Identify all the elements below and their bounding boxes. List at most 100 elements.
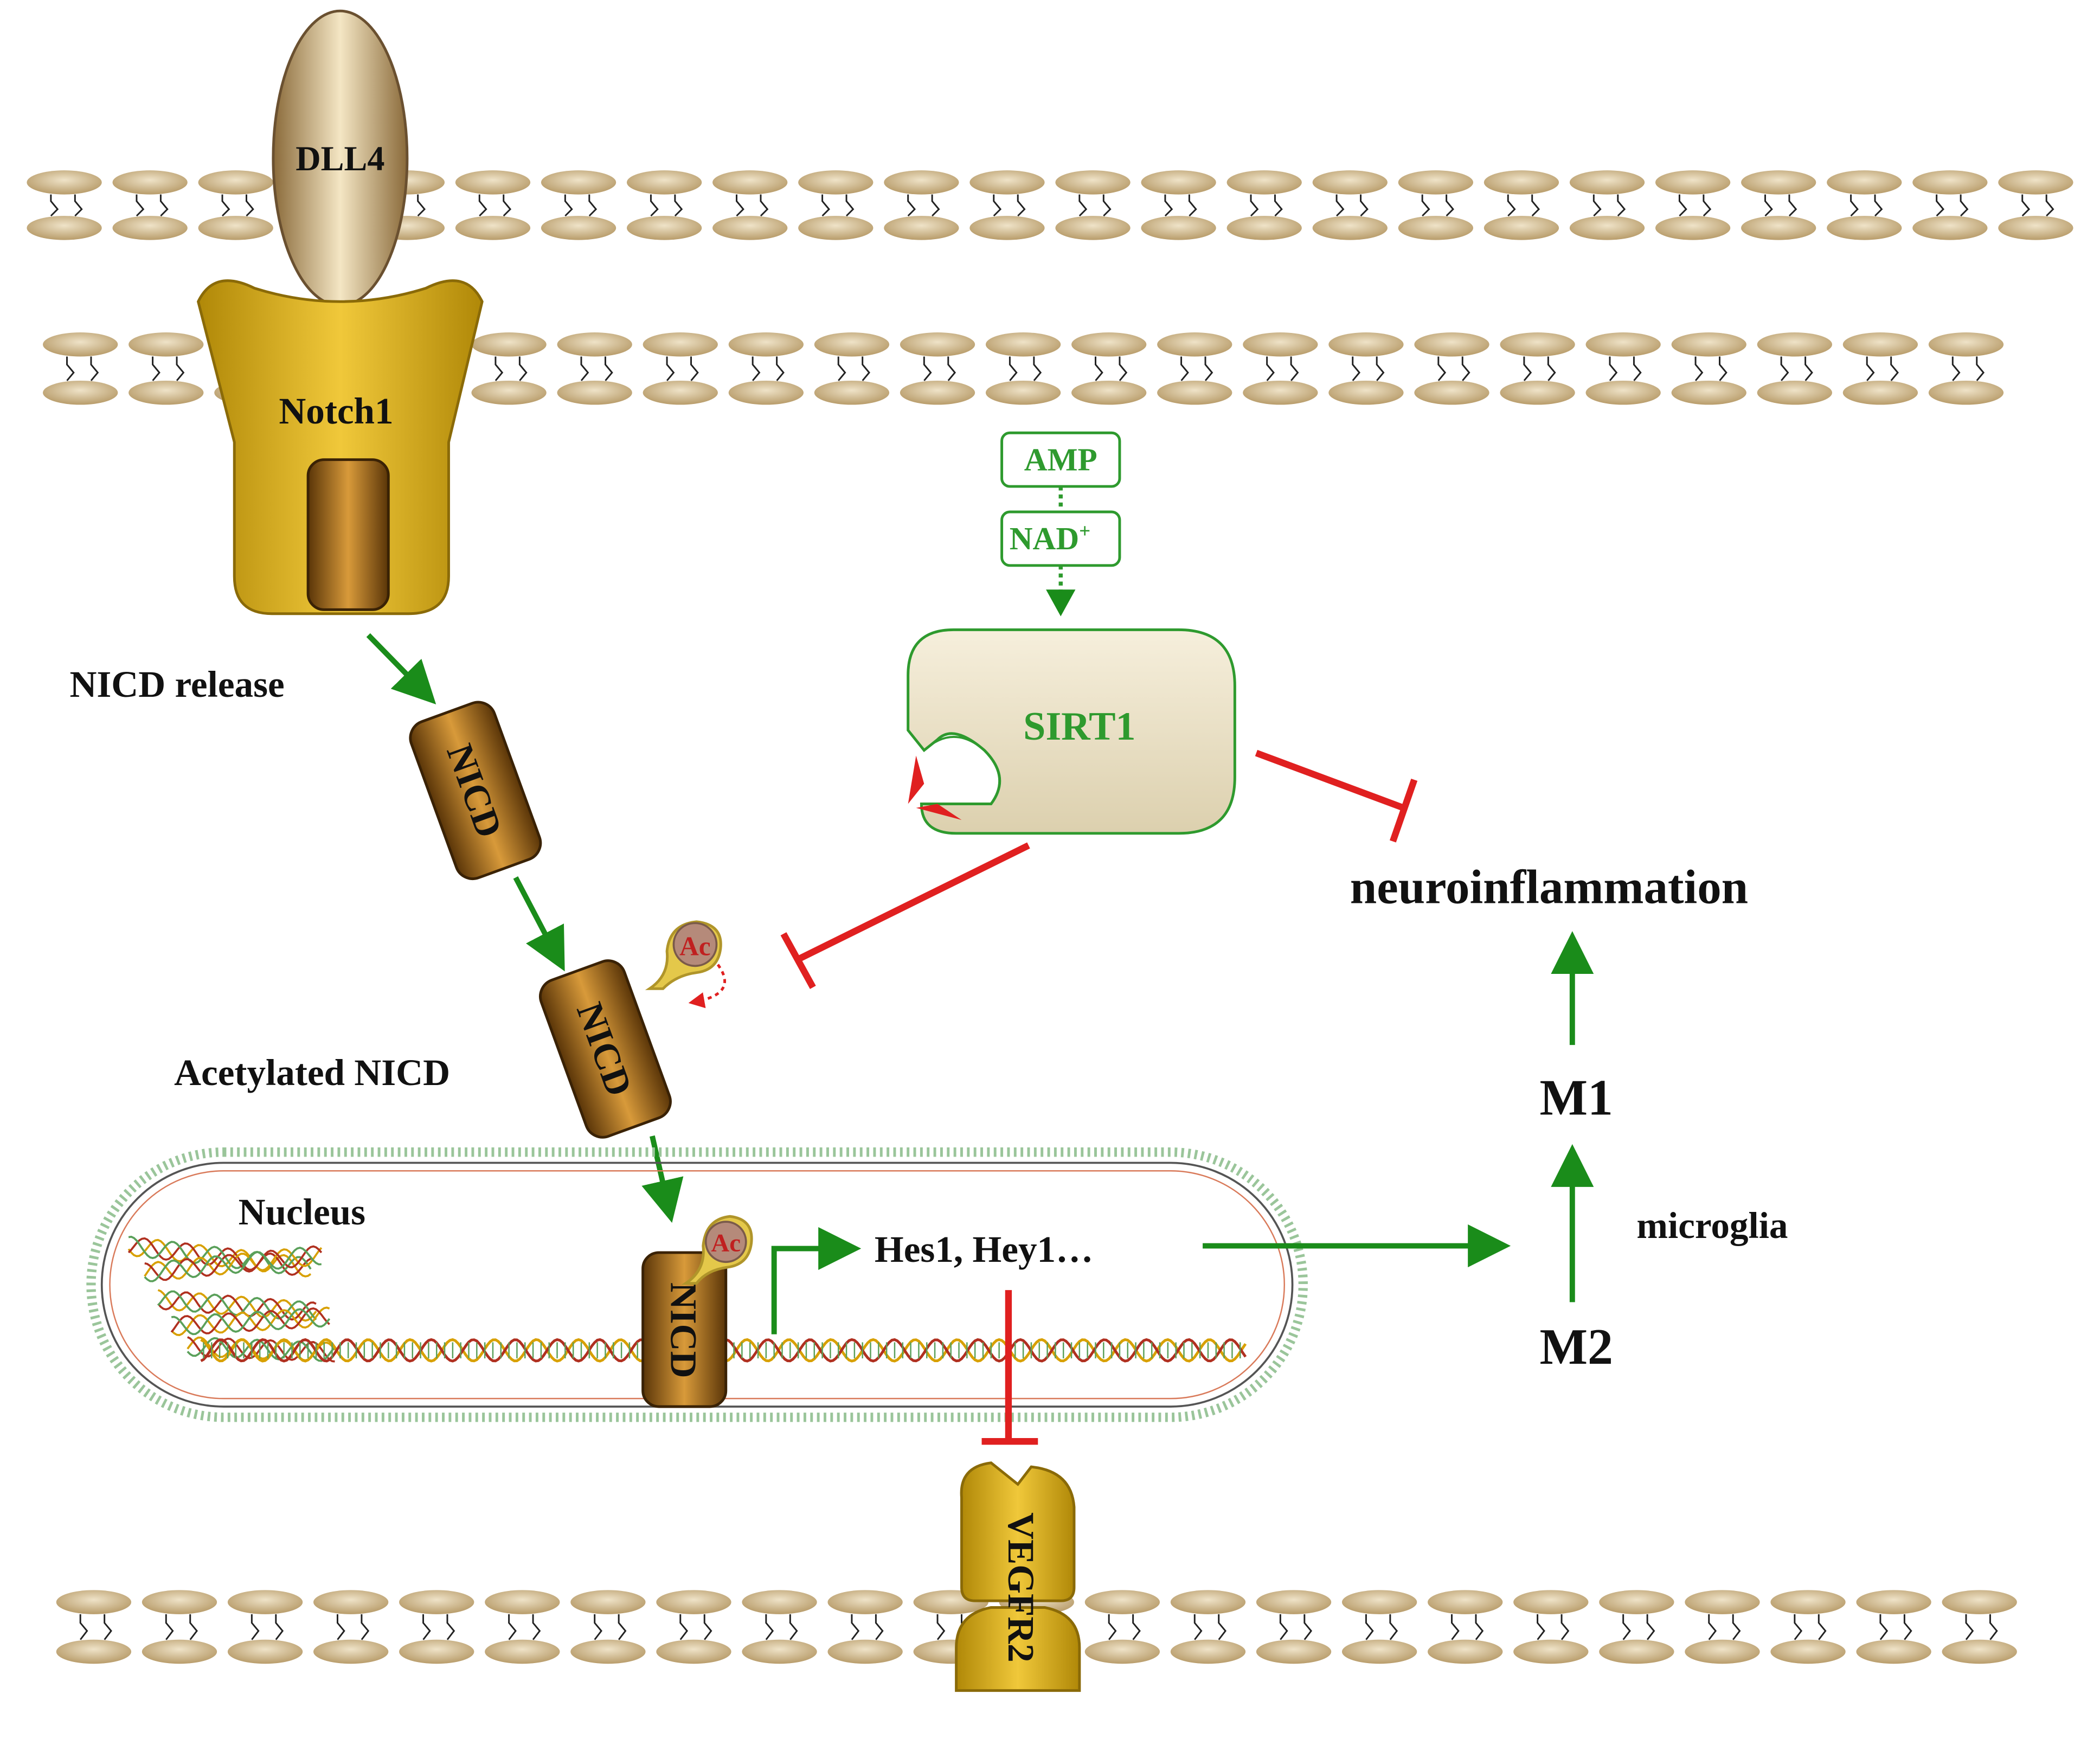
lipid-tail [495,356,504,381]
lipid-head [1842,332,1918,357]
lipid-head [1055,216,1131,240]
nad-box: NAD+ [1000,510,1121,567]
nicd-release-label: NICD release [69,663,284,705]
lipid-head [1513,1639,1589,1664]
lipid-tail [1794,1614,1803,1640]
lipid-head [742,1590,817,1614]
lipid-head [1671,380,1746,405]
lipid-head [570,1639,646,1664]
lipid-head [656,1590,731,1614]
lipid-head [557,332,632,357]
lipid-tail [1874,194,1883,217]
lipid-tail [923,356,932,381]
lipid-head [1500,332,1575,357]
lipid-head [900,380,975,405]
lipid-tail [993,194,1002,217]
lipid-tail [1633,356,1642,381]
lipid-head [643,332,718,357]
nicd-released: NICD [409,701,542,880]
lipid-head [1599,1639,1674,1664]
lipid-tail [1936,194,1945,217]
lipid-head [626,170,702,195]
lipid-head [129,380,204,405]
lipid-head [969,170,1045,195]
m2-label: M2 [1539,1319,1613,1375]
lipid-tail [594,1614,602,1640]
ac-label-2: Ac [711,1229,741,1257]
nucleus: Nucleus [86,1147,1308,1422]
lipid-head [1912,170,1988,195]
lipid-tail [1119,356,1128,381]
lipid-tail [765,1614,774,1640]
nicd-label-3: NICD [663,1282,704,1378]
chromatin-strand [144,1247,322,1282]
lipid-head [455,216,531,240]
lipid-tail [1033,356,1042,381]
nucleus-label: Nucleus [239,1191,365,1233]
lipid-tail [666,356,675,381]
lipid-head [1770,1590,1846,1614]
lipid-tail [1788,194,1797,217]
lipid-tail [703,1614,712,1640]
lipid-tail [189,1614,198,1640]
lipid-tail [1694,356,1704,381]
lipid-head [1341,1639,1417,1664]
lipid-head [1842,380,1918,405]
lipid-head [1569,216,1645,240]
lipid-head [1071,332,1147,357]
lipid-tail [1708,1614,1717,1640]
lipid-tail [1592,194,1602,217]
chromatin-strand [170,1306,330,1336]
arrow-notch-to-nicd [366,633,436,704]
lipid-tail [650,194,659,217]
lipid-head [471,380,547,405]
lipid-tail [752,356,761,381]
sirt1-label: SIRT1 [1023,704,1135,749]
lipid-head [1585,332,1661,357]
chromatin-strand [157,1289,317,1322]
lipid-tail [1646,1614,1655,1640]
lipid-head [56,1639,132,1664]
arrow-nicd-to-acetylated [513,876,565,972]
chromatin-strand [128,1235,312,1274]
lipid-tail [1421,194,1430,217]
lipid-head [1256,1590,1332,1614]
lipid-tail [2021,194,2031,217]
lipid-head [1484,216,1559,240]
m1-label: M1 [1539,1070,1613,1126]
lipid-tail [361,1614,370,1640]
lipid-tail [1279,1614,1288,1640]
lipid-head [1928,380,2004,405]
lipid-head [227,1590,303,1614]
lipid-tail [1017,194,1026,217]
lipid-head [1243,332,1318,357]
lipid-tail [176,356,185,381]
lipid-head [112,170,188,195]
lipid-head [129,332,204,357]
lipid-head [399,1590,474,1614]
lipid-head [1414,332,1489,357]
neuroinflammation-label: neuroinflammation [1350,861,1748,914]
lipid-tail [1617,194,1626,217]
lipid-tail [1866,356,1875,381]
lipid-tail [251,1614,260,1640]
lipid-tail [851,1614,860,1640]
nad-superscript: + [1079,520,1090,542]
lipid-head [1141,170,1216,195]
lipid-tail [1451,1614,1460,1640]
lipid-head [728,380,804,405]
lipid-tail [1609,356,1618,381]
lipid-head [742,1639,817,1664]
lipid-head [1671,332,1746,357]
inhibit-sirt1-to-neuroinflammation [1255,749,1418,843]
lipid-tail [821,194,830,217]
lipid-tail [1989,1614,1998,1640]
lipid-head [112,216,188,240]
lipid-tail [736,194,744,217]
sirt1-enzyme: SIRT1 [907,628,1236,835]
lipid-head [1655,170,1731,195]
lipid-tail [907,194,916,217]
lipid-tail [931,194,940,217]
lipid-head [1942,1639,2017,1664]
